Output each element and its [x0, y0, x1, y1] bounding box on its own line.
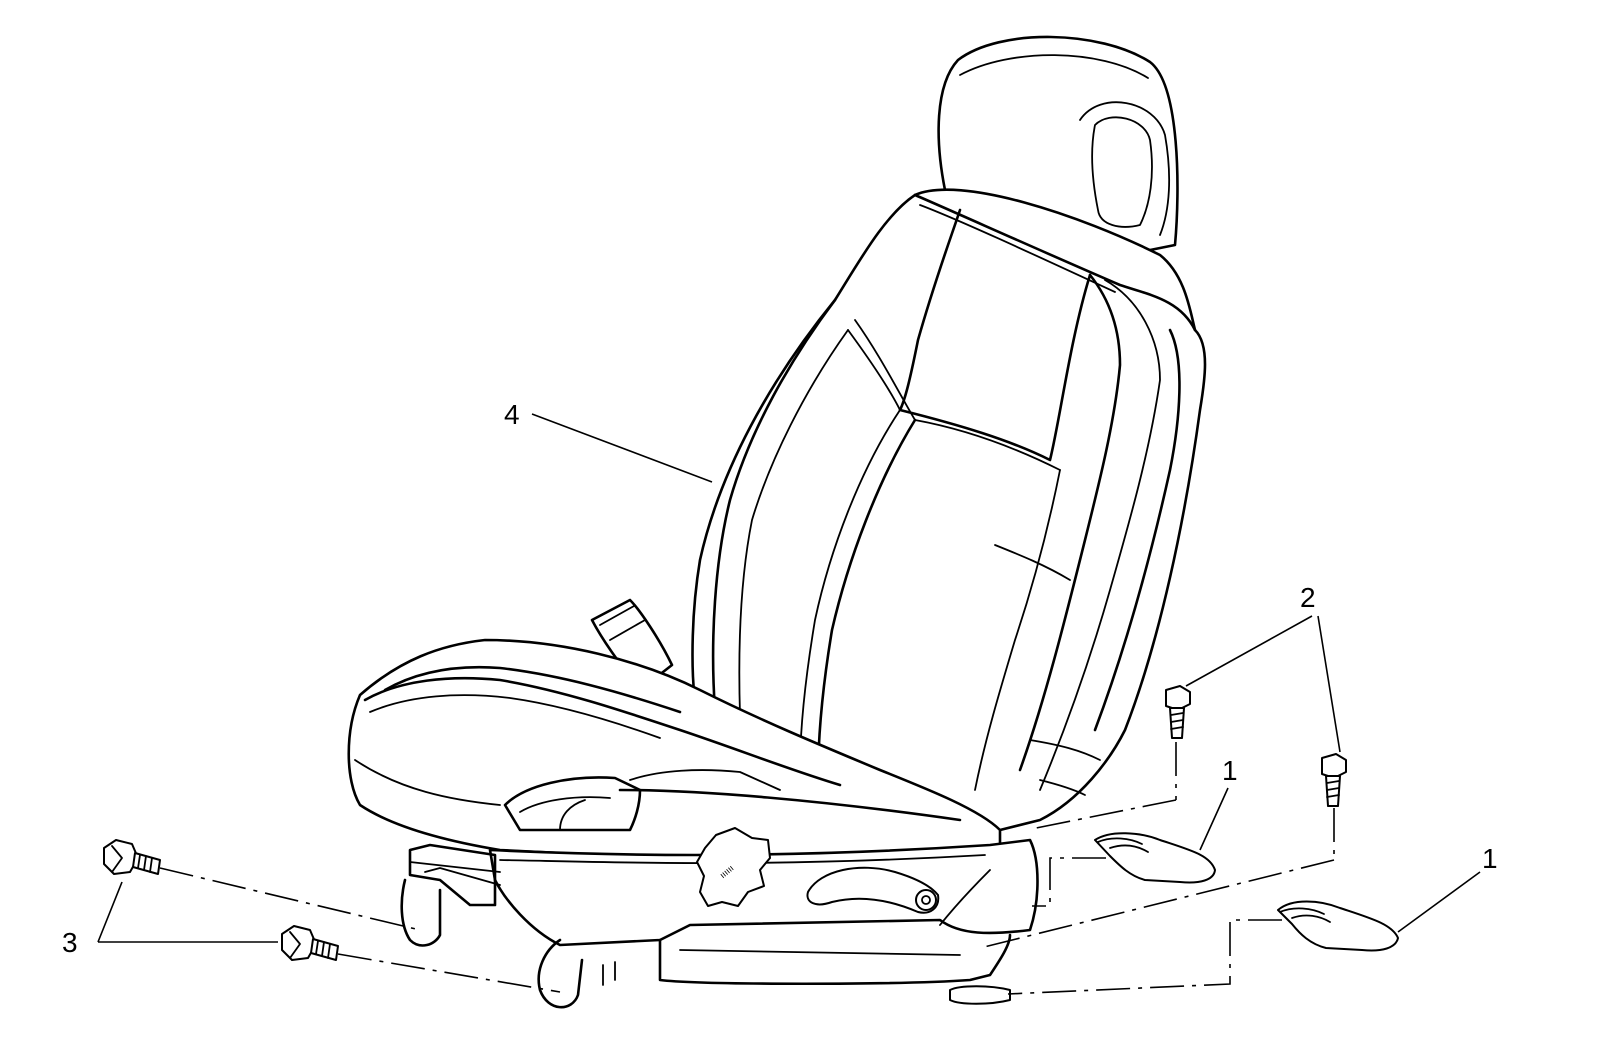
seat-back [691, 188, 1207, 832]
bolt-rear-lower [1321, 753, 1347, 807]
bolt-front-lower [281, 925, 339, 961]
callout-1-upper: 1 [1222, 755, 1238, 786]
track-cover-lower [1277, 900, 1399, 952]
track-cover-upper [1094, 832, 1216, 884]
callout-4: 4 [504, 399, 520, 430]
assembly-lines [159, 742, 1335, 995]
bolt-rear-upper [1165, 685, 1191, 739]
seat-adjuster-track [400, 843, 1011, 1009]
leader-lines [97, 413, 1481, 943]
bolt-front-upper [103, 839, 161, 875]
callout-1-lower: 1 [1482, 843, 1498, 874]
callout-2: 2 [1300, 582, 1316, 613]
seat-side-shield: ıııııı [488, 827, 1039, 986]
seat-cushion [347, 638, 1002, 862]
callout-3: 3 [62, 927, 78, 958]
